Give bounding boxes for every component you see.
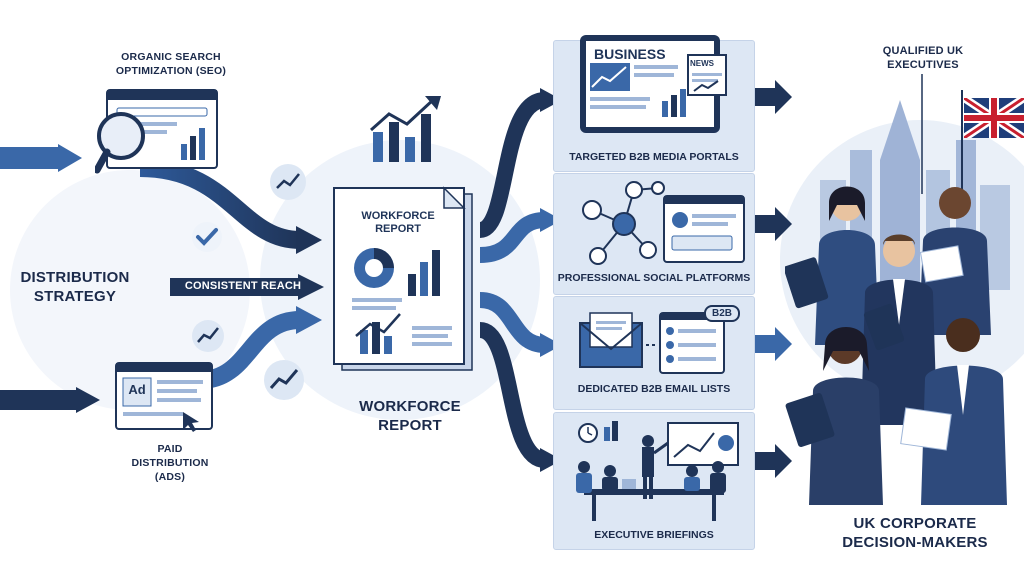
workforce-report-document: WORKFORCE REPORT	[332, 186, 482, 376]
workforce-report-caption: WORKFORCE REPORT	[359, 398, 461, 434]
uk-flag-icon	[964, 98, 1024, 138]
ad-badge: Ad	[128, 382, 146, 397]
channel-label-briefings: EXECUTIVE BRIEFINGS	[594, 529, 714, 541]
uk-decision-makers-label: UK CORPORATE DECISION-MAKERS	[842, 515, 988, 551]
business-heading: BUSINESS	[594, 46, 666, 62]
seo-browser-illustration	[95, 88, 225, 178]
executives-group-illustration	[785, 186, 1007, 505]
consistent-reach-label: CONSISTENT REACH	[184, 280, 302, 292]
qualified-executives-label: QUALIFIED UK EXECUTIVES	[882, 45, 964, 71]
social-network-illustration	[582, 181, 745, 265]
label-pointer-line	[921, 74, 923, 194]
channel-panel-media-portals: BUSINESS NEWS TARGETED B2B MEDIA PORTALS	[553, 35, 755, 172]
checkmark-icon	[192, 222, 222, 252]
executive-briefing-illustration	[576, 421, 739, 521]
chart-bubble-icon-2	[192, 320, 224, 352]
chart-bubble-icon	[270, 164, 306, 200]
channel-panel-social: PROFESSIONAL SOCIAL PLATFORMS	[553, 173, 755, 295]
chart-bubble-icon-3	[264, 360, 304, 400]
channel-label-email: DEDICATED B2B EMAIL LISTS	[577, 383, 731, 395]
news-heading: NEWS	[690, 59, 714, 68]
distribution-strategy-label: DISTRIBUTION STRATEGY	[20, 269, 130, 305]
channel-label-media-portals: TARGETED B2B MEDIA PORTALS	[569, 151, 739, 163]
channel-panel-briefings: EXECUTIVE BRIEFINGS	[553, 412, 755, 550]
news-tablet-illustration	[580, 35, 727, 133]
channel-label-social: PROFESSIONAL SOCIAL PLATFORMS	[557, 272, 751, 284]
trend-up-icon	[370, 96, 441, 162]
paid-distribution-label: PAID DISTRIBUTION (ADS)	[131, 443, 209, 483]
email-envelope-illustration	[579, 312, 725, 374]
channel-panel-email: B2B DEDICATED B2B EMAIL LISTS	[553, 296, 755, 410]
b2b-badge: B2B	[704, 305, 741, 322]
seo-label: ORGANIC SEARCH OPTIMIZATION (SEO)	[115, 51, 227, 77]
paid-ads-browser-illustration: Ad	[115, 362, 215, 432]
report-doc-title: WORKFORCE REPORT	[361, 210, 435, 235]
